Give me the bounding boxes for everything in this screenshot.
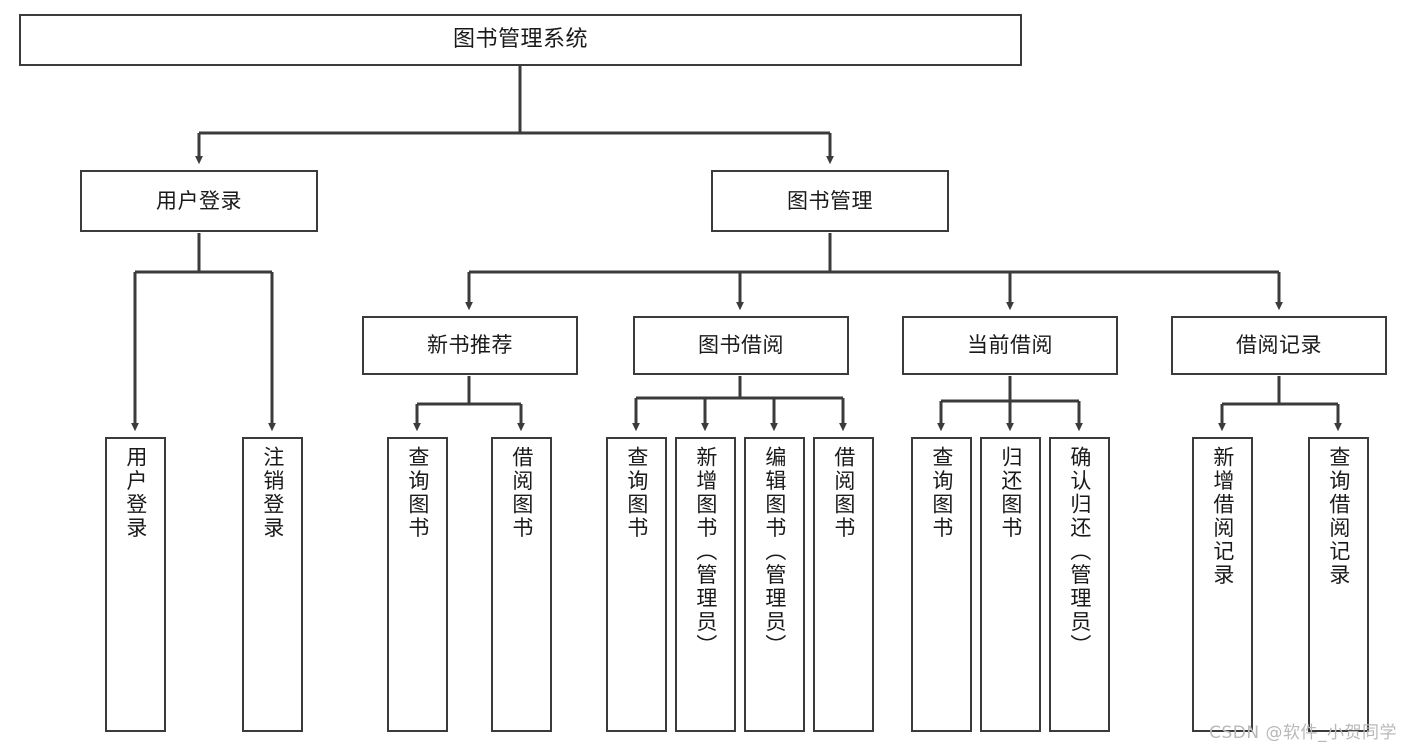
node-book-borrow-label: 图书借阅 (698, 333, 784, 358)
node-leaf-borrow-book-1-label: 借阅图书 (509, 446, 534, 540)
node-leaf-user-login[interactable]: 用户登录 (105, 437, 166, 732)
node-borrow-record[interactable]: 借阅记录 (1171, 316, 1387, 375)
node-borrow-record-label: 借阅记录 (1236, 333, 1322, 358)
node-current-borrow-label: 当前借阅 (967, 333, 1053, 358)
node-leaf-query-record-label: 查询借阅记录 (1326, 446, 1351, 587)
node-user-login-label: 用户登录 (156, 188, 242, 213)
node-leaf-query-book-3[interactable]: 查询图书 (911, 437, 972, 732)
node-leaf-query-record[interactable]: 查询借阅记录 (1308, 437, 1369, 732)
node-new-book-recommend[interactable]: 新书推荐 (362, 316, 578, 375)
node-root-label: 图书管理系统 (452, 27, 588, 53)
csdn-watermark: CSDN @软件_小贺同学 (1209, 723, 1397, 743)
node-leaf-user-logout[interactable]: 注销登录 (242, 437, 303, 732)
node-leaf-borrow-book-2-label: 借阅图书 (831, 446, 856, 540)
node-leaf-user-logout-label: 注销登录 (260, 446, 285, 540)
node-new-book-recommend-label: 新书推荐 (427, 333, 513, 358)
node-leaf-confirm-return[interactable]: 确认归还（管理员） (1049, 437, 1110, 732)
node-book-borrow[interactable]: 图书借阅 (633, 316, 849, 375)
node-leaf-query-book-2[interactable]: 查询图书 (606, 437, 667, 732)
node-leaf-add-record-label: 新增借阅记录 (1210, 446, 1235, 587)
node-leaf-edit-book-label: 编辑图书（管理员） (762, 446, 787, 658)
node-user-login[interactable]: 用户登录 (80, 170, 318, 232)
node-leaf-edit-book[interactable]: 编辑图书（管理员） (744, 437, 805, 732)
node-leaf-query-book-1[interactable]: 查询图书 (387, 437, 448, 732)
node-book-manage[interactable]: 图书管理 (711, 170, 949, 232)
node-leaf-query-book-3-label: 查询图书 (929, 446, 954, 540)
node-leaf-return-book-label: 归还图书 (998, 446, 1023, 540)
node-leaf-add-record[interactable]: 新增借阅记录 (1192, 437, 1253, 732)
node-current-borrow[interactable]: 当前借阅 (902, 316, 1118, 375)
node-leaf-user-login-label: 用户登录 (123, 446, 148, 540)
node-leaf-add-book[interactable]: 新增图书（管理员） (675, 437, 736, 732)
node-leaf-return-book[interactable]: 归还图书 (980, 437, 1041, 732)
node-leaf-borrow-book-2[interactable]: 借阅图书 (813, 437, 874, 732)
node-root[interactable]: 图书管理系统 (19, 14, 1022, 66)
node-leaf-borrow-book-1[interactable]: 借阅图书 (491, 437, 552, 732)
node-book-manage-label: 图书管理 (787, 188, 873, 213)
node-leaf-add-book-label: 新增图书（管理员） (693, 446, 718, 658)
node-leaf-query-book-1-label: 查询图书 (405, 446, 430, 540)
node-leaf-query-book-2-label: 查询图书 (624, 446, 649, 540)
node-leaf-confirm-return-label: 确认归还（管理员） (1067, 446, 1092, 658)
